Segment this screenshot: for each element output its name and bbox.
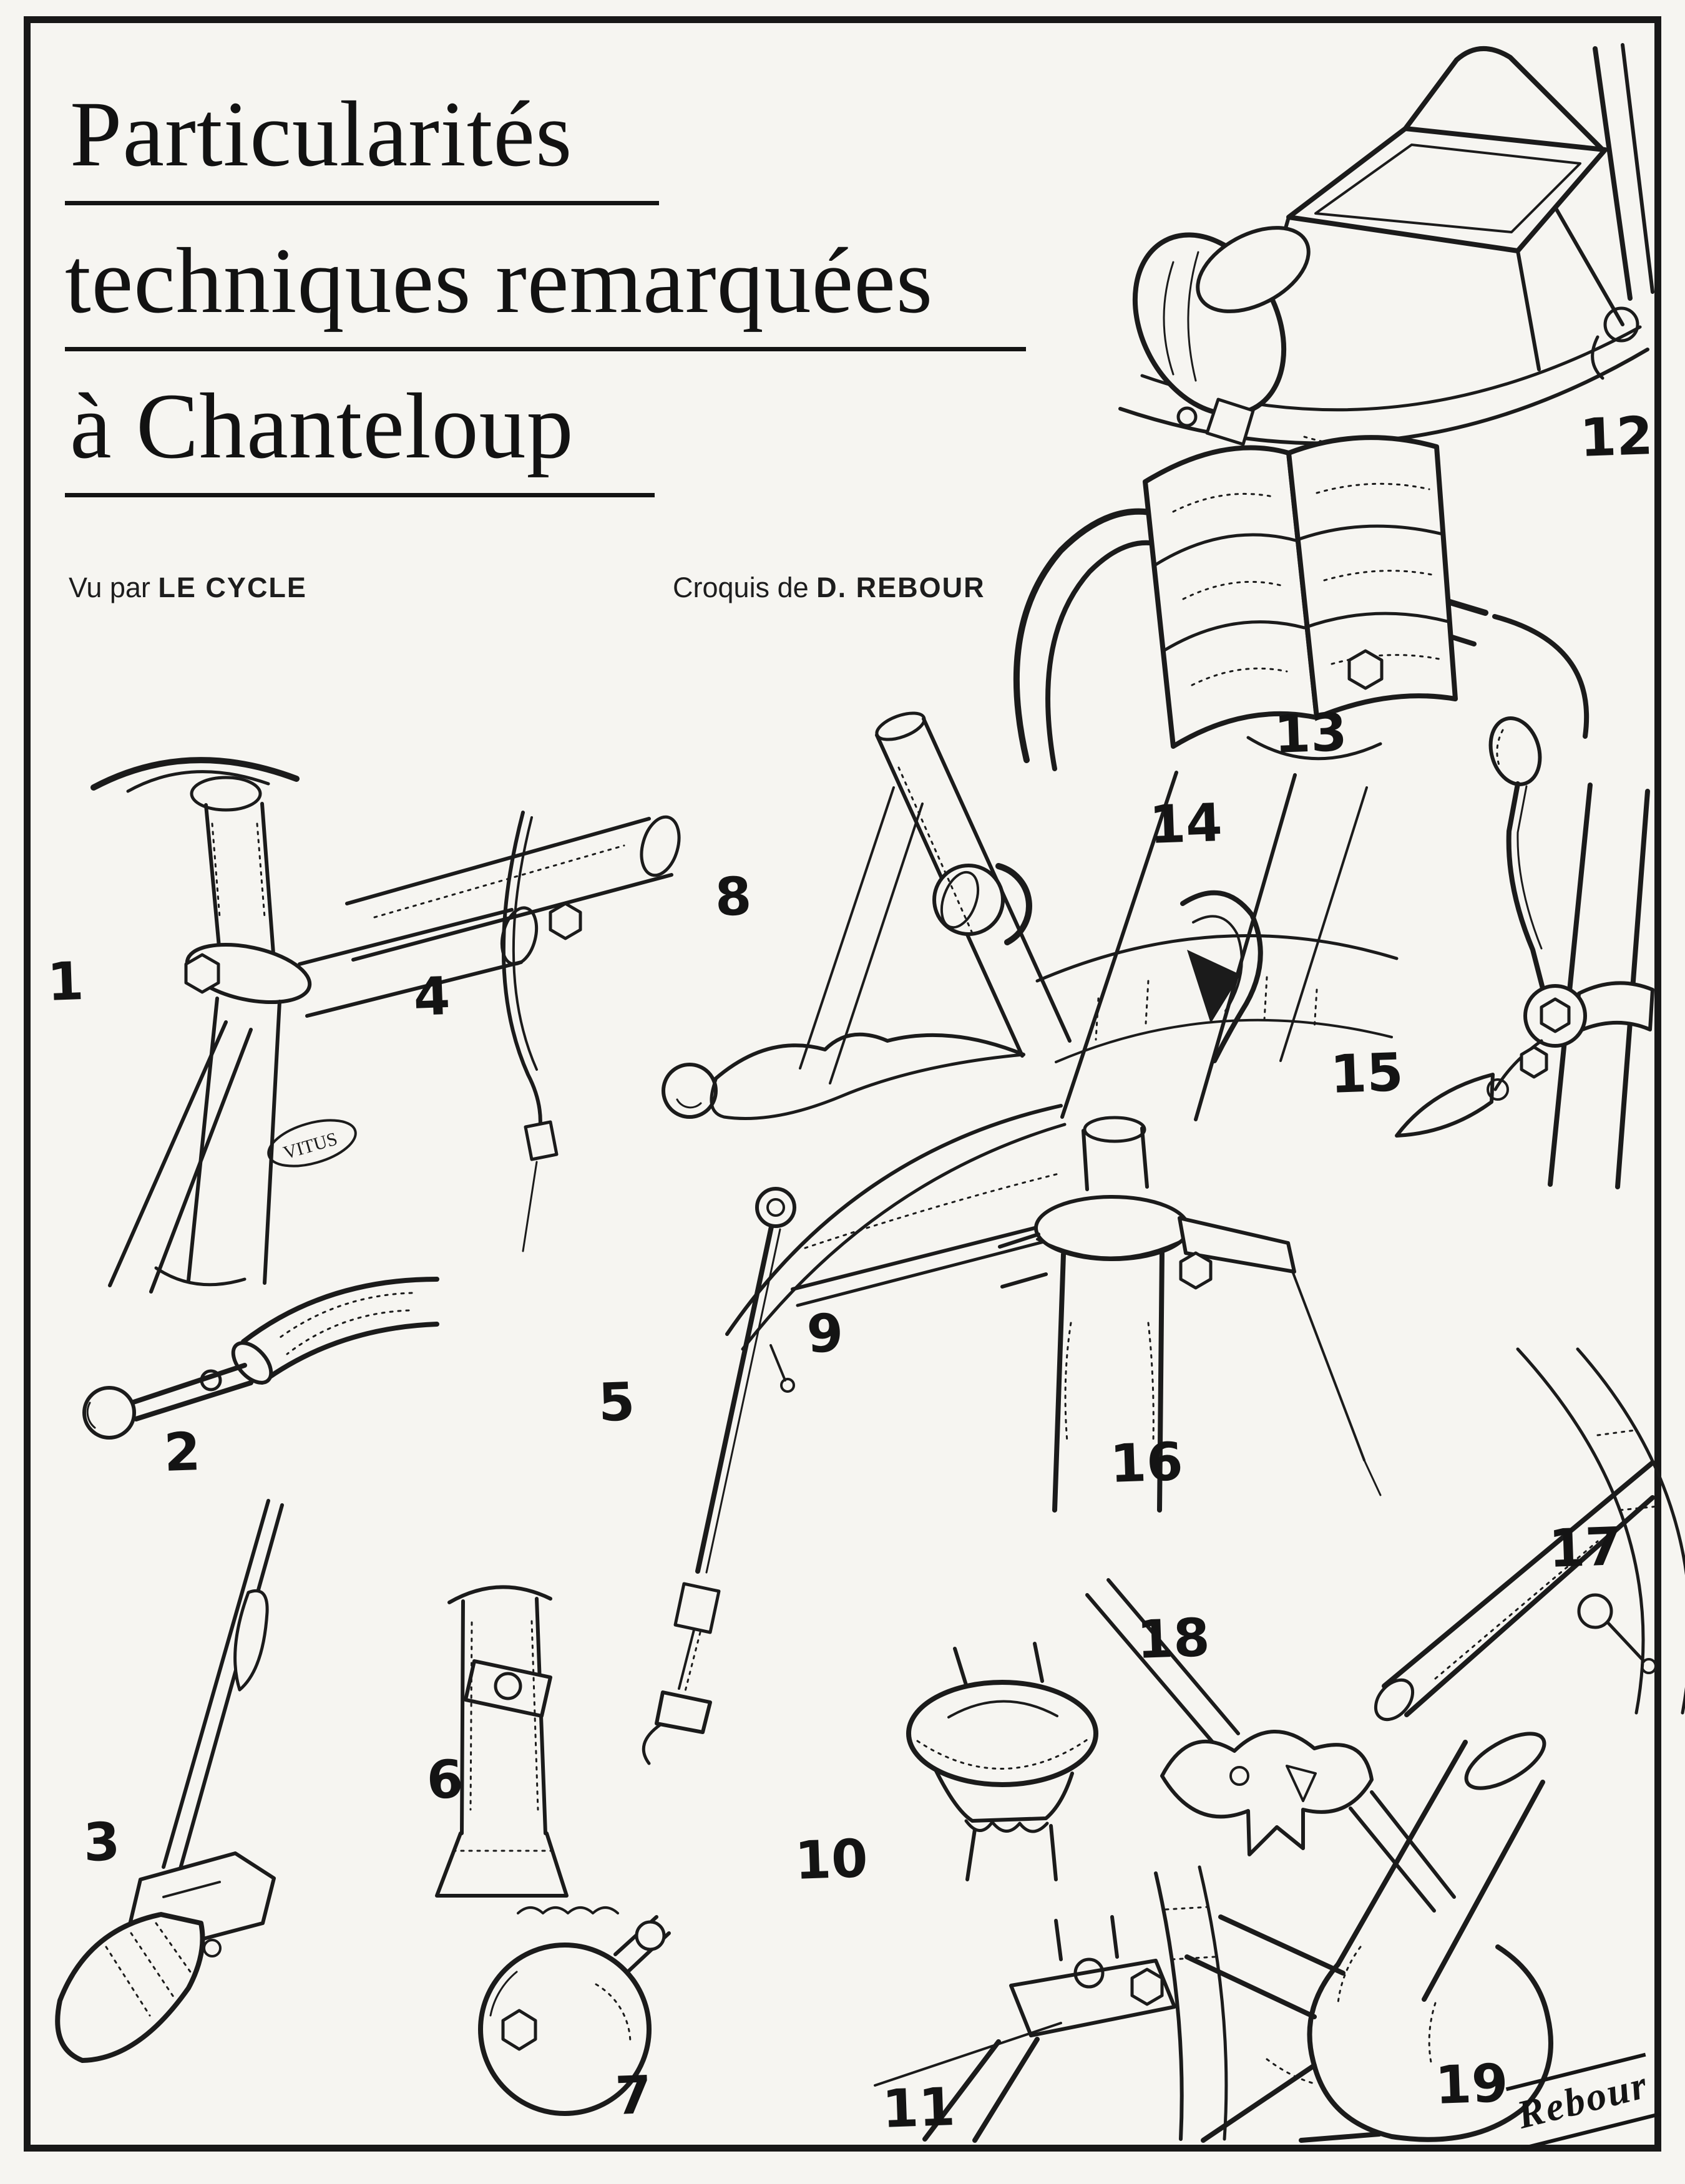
page-title-line-2: techniques remarquées [65,229,934,333]
figure-number-4-top-tube-cable-stop: 4 [413,965,451,1028]
figure-3-prop-stand-drawing [55,1499,284,2063]
figure-number-14-fender-stay-clip: 14 [1148,791,1224,856]
figure-number-11-fender-crown-fixing: 11 [881,2075,957,2140]
byline-artist-prefix: Croquis de [673,572,817,603]
figure-number-1-seat-cluster-binder: 1 [46,950,85,1013]
figure-number-13-handlebar-map-holder: 13 [1272,701,1349,766]
figure-number-18-stay-wrench-piece: 18 [1135,1606,1211,1671]
byline-magazine-prefix: Vu par [69,572,159,603]
figure-1-seat-cluster-drawing: VITUS [90,757,539,1294]
figure-11-fender-crown-drawing [874,1865,1228,2143]
figure-number-5-tie-rod: 5 [597,1371,636,1433]
byline-artist-name: D. REBOUR [816,572,985,603]
figure-15-gear-lever-drawing [1395,716,1654,1189]
title-underline-1 [65,201,659,205]
figure-number-12-front-rack-headlamp: 12 [1578,404,1654,469]
page-title-line-3: à Chanteloup [70,374,574,478]
figure-number-7-bell: 7 [614,2064,653,2127]
byline-artist: Croquis de D. REBOUR [673,572,985,604]
page-border-frame [24,16,1661,2152]
figure-number-16-seat-collar-lever: 16 [1108,1430,1184,1495]
page-title-line-1: Particularités [70,82,573,186]
figure-18-wrench-piece-drawing [1085,1578,1456,1913]
figure-17-chainstay-drawing [1374,1347,1685,1722]
figure-number-3-prop-stand: 3 [82,1811,121,1873]
figure-12-front-rack-drawing [1118,43,1654,452]
figure-9-fork-crown-stay-drawing [662,1032,1103,1393]
figure-number-8-wing-knob-clamp: 8 [714,865,753,928]
figure-2-bar-end-lever-drawing [82,1277,439,1440]
figure-6-stem-drawing [435,1585,569,1898]
figure-13-map-holder-drawing [1013,435,1590,771]
figure-14-stay-clip-drawing [1035,771,1399,1121]
figure-number-10-headset-leather-cover: 10 [793,1827,869,1892]
figure-10-headset-cover-drawing [906,1642,1098,1881]
byline-magazine-name: LE CYCLE [158,572,307,603]
figure-16-seat-collar-drawing [998,1116,1382,1513]
figure-number-2-bar-end-lever: 2 [163,1421,202,1483]
figure-5-tie-rod-drawing [642,1187,796,1765]
title-underline-2 [65,347,1026,351]
figure-4-cable-stop-drawing [345,811,681,1252]
figure-8-wing-knob-drawing [799,711,1072,1085]
figure-19-welded-joint-drawing [1184,1732,1553,2143]
byline-magazine: Vu par LE CYCLE [69,572,307,604]
figure-number-19-welded-bb-joint: 19 [1433,2052,1510,2117]
figure-number-15-frame-gear-lever: 15 [1329,1041,1405,1106]
figure-number-17-chainstay-fitting: 17 [1547,1515,1623,1580]
figure-number-6-stem: 6 [426,1748,464,1811]
title-underline-3 [65,493,655,497]
figure-number-9-fork-crown-stay: 9 [806,1302,844,1365]
figure-7-bell-drawing [478,1906,671,2116]
